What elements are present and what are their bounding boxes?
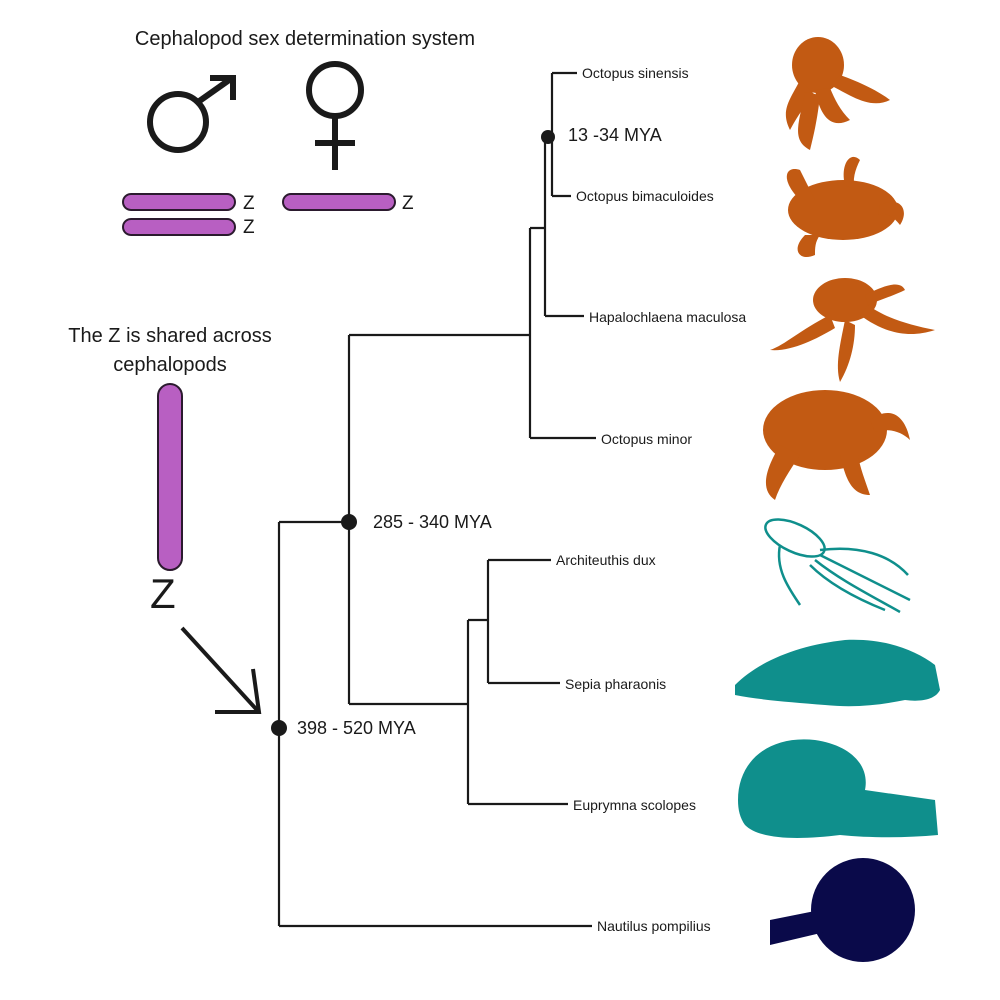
node-age-octopus-crown: 13 -34 MYA: [568, 125, 662, 145]
taxon-hapalochlaena-maculosa: Hapalochlaena maculosa: [589, 309, 747, 325]
architeuthis-dux-silhouette-icon: [764, 518, 911, 614]
shared-z-label: Z: [150, 570, 176, 617]
taxon-octopus-sinensis: Octopus sinensis: [582, 65, 689, 81]
male-z-chromosome-1: [122, 193, 236, 211]
tree-branches: [277, 71, 596, 928]
octopus-sinensis-silhouette-icon: [785, 37, 890, 150]
octopus-bimaculoides-silhouette-icon: [786, 156, 904, 258]
taxon-euprymna-scolopes: Euprymna scolopes: [573, 797, 696, 813]
male-symbol-icon: [147, 75, 236, 153]
euprymna-scolopes-silhouette-icon: [738, 739, 938, 838]
node-age-coleoid-crown: 285 - 340 MYA: [373, 512, 492, 532]
shared-z-note: The Z is shared across cephalopods: [68, 325, 272, 376]
taxon-nautilus-pompilius: Nautilus pompilius: [597, 918, 711, 934]
hapalochlaena-maculosa-silhouette-icon: [770, 278, 935, 382]
figure-title: Cephalopod sex determination system: [134, 28, 476, 50]
decapod-silhouettes: [735, 639, 940, 838]
female-chromosome-label: Z: [402, 193, 414, 214]
female-z-chromosome: [282, 193, 396, 211]
sepia-pharaonis-silhouette-icon: [735, 639, 940, 707]
taxon-sepia-pharaonis: Sepia pharaonis: [565, 676, 667, 692]
arrow-to-root-icon: [180, 626, 262, 714]
taxon-octopus-minor: Octopus minor: [601, 431, 693, 447]
nautilus-pompilius-silhouette-icon: [770, 858, 915, 962]
shared-z-chromosome: [157, 383, 183, 571]
male-chromosome-label-1: Z: [243, 193, 255, 214]
taxon-octopus-bimaculoides: Octopus bimaculoides: [576, 188, 714, 204]
octopus-silhouettes: [763, 37, 935, 500]
male-z-chromosome-2: [122, 218, 236, 236]
male-chromosome-label-2: Z: [243, 217, 255, 238]
female-symbol-icon: [306, 61, 364, 170]
dated-nodes: [271, 130, 555, 736]
node-age-cephalopod-root: 398 - 520 MYA: [297, 718, 416, 738]
taxon-architeuthis-dux: Architeuthis dux: [556, 552, 656, 568]
octopus-minor-silhouette-icon: [763, 390, 910, 500]
